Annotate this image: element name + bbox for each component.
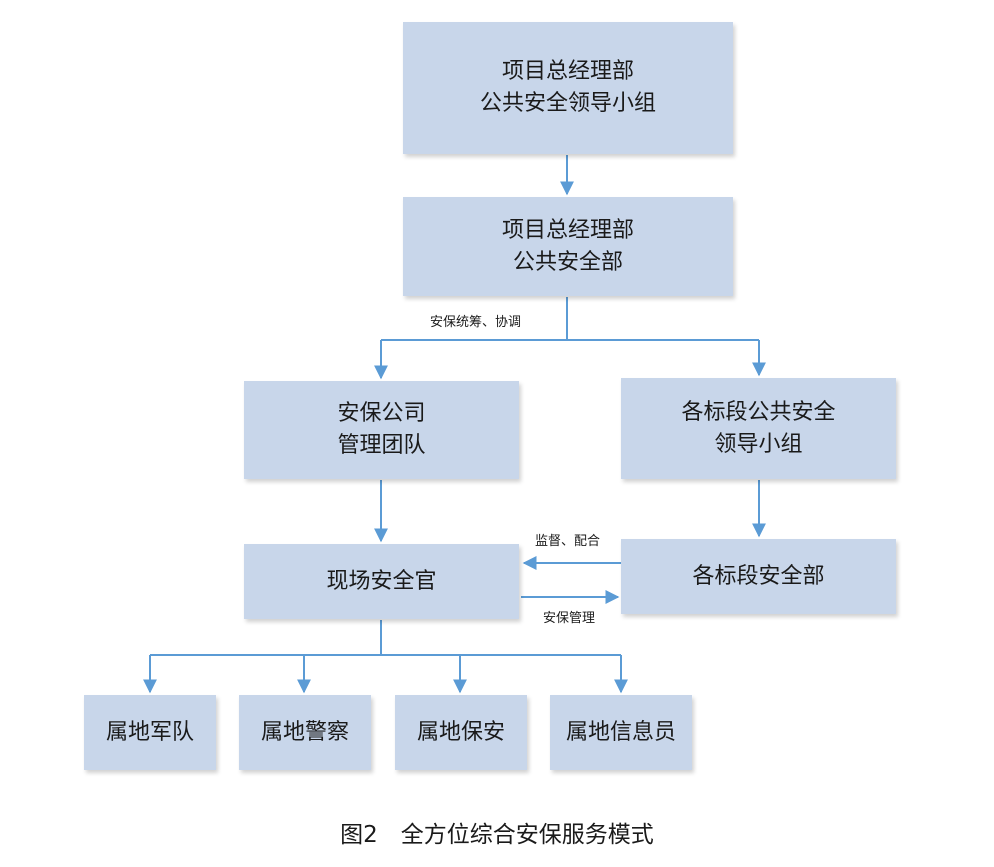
node-label-line2: 领导小组: [714, 431, 803, 457]
node-local-informants: 属地信息员: [550, 695, 692, 770]
node-label-line1: 项目总经理部: [501, 217, 634, 243]
node-local-guards: 属地保安: [395, 695, 527, 770]
node-site-security-officer: 现场安全官: [244, 544, 519, 619]
node-label-line1: 属地警察: [260, 719, 349, 745]
node-section-leadership-group: 各标段公共安全 领导小组: [621, 378, 896, 479]
edge-label-supervision: 监督、配合: [535, 534, 601, 549]
node-label-line2: 公共安全领导小组: [479, 91, 656, 116]
node-label-line2: 管理团队: [337, 433, 426, 458]
node-label-line1: 现场安全官: [326, 568, 437, 594]
node-label-line1: 属地信息员: [565, 719, 676, 745]
node-section-security-dept: 各标段安全部: [621, 539, 896, 614]
node-security-company-team: 安保公司 管理团队: [244, 381, 519, 479]
edge-label-management: 安保管理: [543, 611, 596, 626]
edge-label-coordination: 安保统筹、协调: [430, 315, 522, 330]
node-label-line1: 各标段公共安全: [681, 399, 836, 425]
node-pm-leadership-group: 项目总经理部 公共安全领导小组: [403, 22, 733, 154]
node-label-line1: 各标段安全部: [692, 563, 825, 589]
node-label-line1: 属地军队: [105, 719, 194, 745]
node-pm-security-dept: 项目总经理部 公共安全部: [403, 197, 733, 296]
figure-caption: 图2 全方位综合安保服务模式: [340, 822, 654, 848]
node-label-line1: 属地保安: [416, 719, 505, 745]
node-local-army: 属地军队: [84, 695, 216, 770]
node-label-line1: 安保公司: [337, 401, 426, 426]
node-label-line2: 公共安全部: [512, 249, 623, 275]
node-label-line1: 项目总经理部: [501, 59, 634, 84]
node-local-police: 属地警察: [239, 695, 371, 770]
